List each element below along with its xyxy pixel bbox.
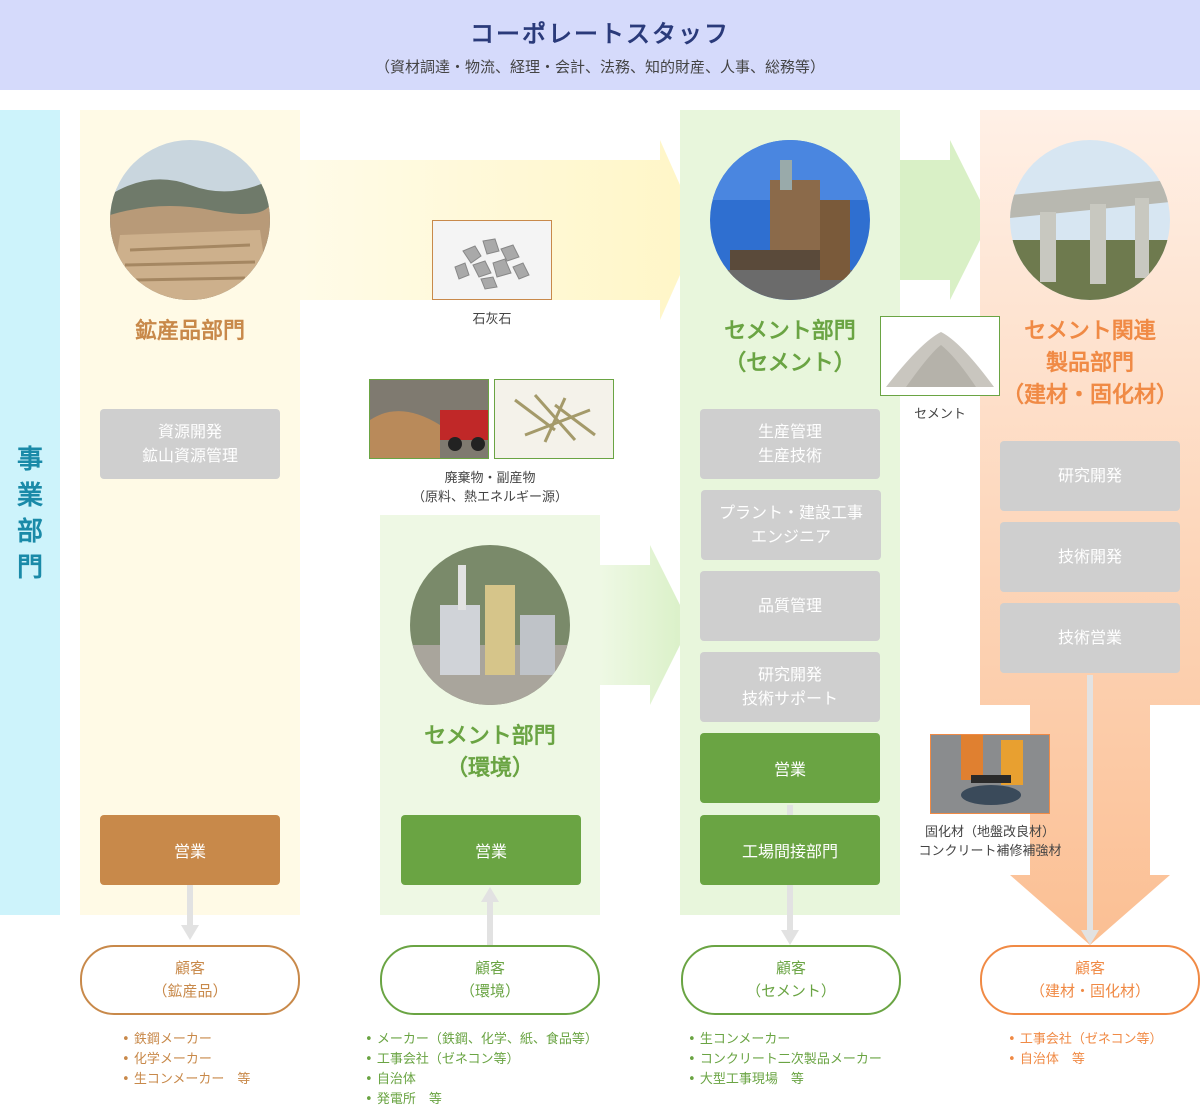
cement-box-plant-engineering: プラント・建設工事 エンジニア bbox=[701, 490, 881, 560]
solidifier-caption: 固化材（地盤改良材） コンクリート補修補強材 bbox=[918, 825, 1062, 859]
header-subtitle: （資材調達・物流、経理・会計、法務、知的財産、人事、総務等） bbox=[374, 58, 825, 76]
products-box-tech-dev: 技術開発 bbox=[1000, 522, 1180, 592]
bridge-photo bbox=[1010, 140, 1170, 300]
cement-powder-photo bbox=[880, 316, 1000, 396]
products-customer-list: 工事会社（ゼネコン等） 自治体 等 bbox=[1008, 1030, 1163, 1070]
waste-caption: 廃棄物・副産物 （原料、熱エネルギー源） bbox=[411, 471, 568, 505]
cement-plant-photo bbox=[710, 140, 870, 300]
mining-box-resource: 資源開発 鉱山資源管理 bbox=[100, 409, 280, 479]
mining-customer-title: 顧客 bbox=[174, 959, 205, 977]
list-item: コンクリート二次製品メーカー bbox=[688, 1050, 882, 1070]
cement-customer-title: 顧客 bbox=[775, 959, 806, 977]
products-box-research: 研究開発 bbox=[1000, 441, 1180, 511]
mine-photo bbox=[110, 140, 270, 300]
cement-customer: 顧客 （セメント） bbox=[681, 945, 901, 1015]
mining-sales-box: 営業 bbox=[100, 815, 280, 885]
cement-title-line1: セメント部門 bbox=[724, 319, 856, 344]
cement-box-quality: 品質管理 bbox=[700, 571, 880, 641]
environment-customer-list: メーカー（鉄鋼、化学、紙、食品等） 工事会社（ゼネコン等） 自治体 発電所 等 bbox=[365, 1030, 598, 1110]
limestone-photo bbox=[432, 220, 552, 300]
list-item: 工事会社（ゼネコン等） bbox=[365, 1050, 598, 1070]
list-item: 生コンメーカー bbox=[688, 1030, 882, 1050]
environment-sales-box: 営業 bbox=[401, 815, 581, 885]
environment-customer-sub: （環境） bbox=[459, 982, 520, 1000]
environment-customer-title: 顧客 bbox=[474, 959, 505, 977]
list-item: 工事会社（ゼネコン等） bbox=[1008, 1030, 1163, 1050]
cement-title-line2: （セメント） bbox=[724, 351, 856, 376]
mining-customer-list: 鉄鋼メーカー 化学メーカー 生コンメーカー 等 bbox=[122, 1030, 251, 1090]
limestone-caption: 石灰石 bbox=[472, 312, 512, 327]
solidifier-photo bbox=[930, 734, 1050, 814]
side-label: 事業部門 bbox=[16, 445, 43, 583]
products-box-tech-sales: 技術営業 bbox=[1000, 603, 1180, 673]
cement-caption: セメント bbox=[914, 407, 966, 422]
cement-customer-sub: （セメント） bbox=[746, 982, 836, 1000]
cement-box-production: 生産管理 生産技術 bbox=[700, 409, 880, 479]
list-item: 化学メーカー bbox=[122, 1050, 250, 1070]
cement-plant-indirect-box: 工場間接部門 bbox=[700, 815, 880, 885]
list-item: 鉄鋼メーカー bbox=[122, 1030, 250, 1050]
cement-division-title: セメント部門 （セメント） bbox=[680, 316, 900, 380]
business-division-sidebar: 事業部門 bbox=[0, 110, 60, 915]
products-customer-title: 顧客 bbox=[1074, 959, 1105, 977]
products-title-line3: （建材・固化材） bbox=[1001, 383, 1178, 408]
mining-customer: 顧客 （鉱産品） bbox=[80, 945, 300, 1015]
list-item: 大型工事現場 等 bbox=[688, 1070, 882, 1090]
biomass-photo bbox=[494, 379, 614, 459]
cement-box-rnd: 研究開発 技術サポート bbox=[700, 652, 880, 722]
products-division-title: セメント関連 製品部門 （建材・固化材） bbox=[980, 316, 1200, 412]
list-item: 発電所 等 bbox=[365, 1090, 598, 1110]
environment-customer: 顧客 （環境） bbox=[380, 945, 600, 1015]
waste-truck-photo bbox=[369, 379, 489, 459]
list-item: 生コンメーカー 等 bbox=[122, 1070, 251, 1090]
environment-title-line1: セメント部門 bbox=[424, 724, 556, 749]
corporate-staff-header: コーポレートスタッフ （資材調達・物流、経理・会計、法務、知的財産、人事、総務等… bbox=[0, 0, 1200, 90]
cement-sales-box: 営業 bbox=[700, 733, 880, 803]
environment-division-title: セメント部門 （環境） bbox=[380, 721, 600, 785]
environment-title-line2: （環境） bbox=[445, 756, 534, 781]
products-title-line1: セメント関連 bbox=[1024, 319, 1156, 344]
list-item: 自治体 bbox=[365, 1070, 598, 1090]
products-customer: 顧客 （建材・固化材） bbox=[980, 945, 1200, 1015]
cement-flow-arrow bbox=[900, 140, 990, 300]
list-item: メーカー（鉄鋼、化学、紙、食品等） bbox=[365, 1030, 598, 1050]
environment-flow-arrow bbox=[600, 545, 690, 705]
environment-plant-photo bbox=[410, 545, 570, 705]
mining-division-title: 鉱産品部門 bbox=[134, 319, 245, 344]
cement-customer-list: 生コンメーカー コンクリート二次製品メーカー 大型工事現場 等 bbox=[688, 1030, 882, 1090]
mining-customer-sub: （鉱産品） bbox=[152, 982, 228, 1000]
products-title-line2: 製品部門 bbox=[1045, 351, 1134, 376]
products-customer-sub: （建材・固化材） bbox=[1029, 982, 1150, 1000]
list-item: 自治体 等 bbox=[1008, 1050, 1163, 1070]
header-title: コーポレートスタッフ bbox=[470, 20, 730, 48]
